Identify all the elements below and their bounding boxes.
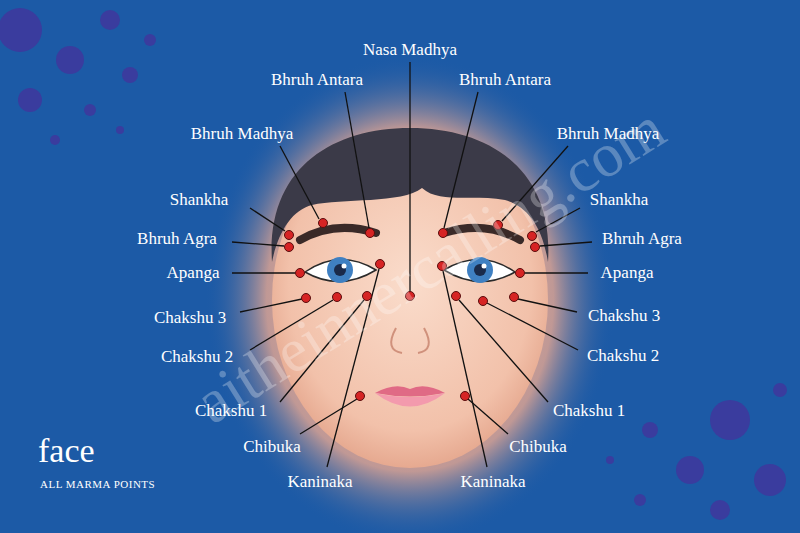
point-label: Chibuka bbox=[509, 438, 567, 457]
point-label: Chakshu 2 bbox=[587, 347, 659, 366]
point-label: Chibuka bbox=[243, 438, 301, 457]
point-label: Shankha bbox=[170, 191, 229, 210]
point-label: Bhruh Agra bbox=[137, 230, 217, 249]
point-label: Apanga bbox=[167, 264, 220, 283]
point-label: Chakshu 3 bbox=[588, 307, 660, 326]
point-label: Bhruh Antara bbox=[459, 71, 551, 90]
point-label: Bhruh Antara bbox=[271, 71, 363, 90]
point-label: Bhruh Madhya bbox=[191, 125, 293, 144]
title: face bbox=[38, 434, 95, 468]
point-label: Chakshu 3 bbox=[154, 309, 226, 328]
point-label: Kaninaka bbox=[287, 473, 352, 492]
point-label: Kaninaka bbox=[460, 473, 525, 492]
point-label: Nasa Madhya bbox=[363, 41, 457, 60]
point-label: Bhruh Agra bbox=[602, 230, 682, 249]
point-label: Apanga bbox=[601, 264, 654, 283]
point-label: Chakshu 1 bbox=[553, 402, 625, 421]
caption: ALL MARMA POINTS bbox=[40, 478, 155, 490]
